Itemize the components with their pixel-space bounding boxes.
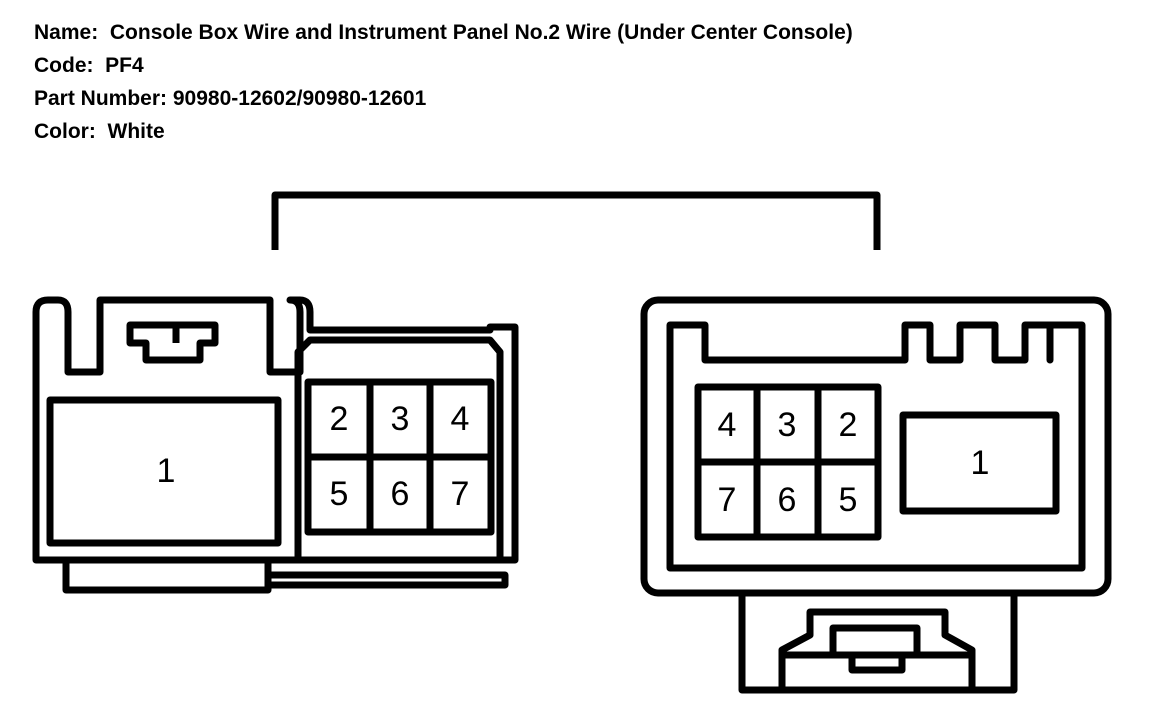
right-pin-label: 2 <box>839 406 858 444</box>
color-row: Color: White <box>34 115 853 148</box>
right-pin-label: 3 <box>778 406 797 444</box>
right-connector <box>640 296 1112 694</box>
left-pin-label: 2 <box>330 400 349 438</box>
part-number-value: 90980-12602/90980-12601 <box>172 87 427 110</box>
color-label: Color: <box>34 120 96 143</box>
part-number-row: Part Number: 90980-12602/90980-12601 <box>34 82 853 115</box>
right-pin-label: 4 <box>718 406 737 444</box>
right-connector-lock-latch <box>778 608 976 690</box>
right-pin-cavity-1 <box>899 411 1060 515</box>
name-value: Console Box Wire and Instrument Panel No… <box>109 21 853 44</box>
left-connector <box>32 296 519 594</box>
left-pin-label: 5 <box>330 475 349 513</box>
right-pin-label: 7 <box>718 481 737 519</box>
left-connector-latch <box>126 321 219 364</box>
left-pin-label: 7 <box>451 475 470 513</box>
color-value: White <box>107 120 165 143</box>
right-connector-lock-tab <box>738 593 1018 694</box>
left-pin-label: 6 <box>391 475 410 513</box>
left-connector-foot <box>62 560 272 594</box>
left-connector-pin-housing <box>294 336 504 560</box>
right-pin-label: 6 <box>778 481 797 519</box>
left-pin-cavity-1 <box>46 396 282 547</box>
left-connector-foot-right <box>268 571 509 589</box>
right-pin-label-large: 1 <box>971 444 990 482</box>
name-label: Name: <box>34 21 99 44</box>
left-connector-outline <box>32 296 519 564</box>
code-row: Code: PF4 <box>34 49 853 82</box>
right-connector-lock-button <box>829 624 921 659</box>
connector-pair-bracket <box>271 191 881 250</box>
name-row: Name: Console Box Wire and Instrument Pa… <box>34 16 853 49</box>
left-pin-grid-lines <box>308 382 491 532</box>
right-connector-inner-frame <box>666 321 1086 572</box>
code-value: PF4 <box>105 54 144 77</box>
part-number-label: Part Number: <box>34 87 168 110</box>
left-pin-label-large: 1 <box>157 452 176 490</box>
right-connector-outline <box>640 296 1112 597</box>
connector-info: Name: Console Box Wire and Instrument Pa… <box>34 16 853 148</box>
left-pin-label: 3 <box>391 400 410 438</box>
right-pin-grid-lines <box>698 387 878 537</box>
code-label: Code: <box>34 54 94 77</box>
left-pin-label: 4 <box>451 400 470 438</box>
right-pin-label: 5 <box>839 481 858 519</box>
